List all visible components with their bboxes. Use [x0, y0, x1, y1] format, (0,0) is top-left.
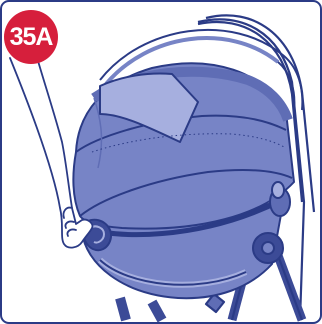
- frame-joint: [253, 233, 283, 263]
- step-number-badge: 35A: [4, 10, 58, 64]
- canopy-hood: [73, 63, 294, 228]
- step-label: 35A: [10, 23, 53, 52]
